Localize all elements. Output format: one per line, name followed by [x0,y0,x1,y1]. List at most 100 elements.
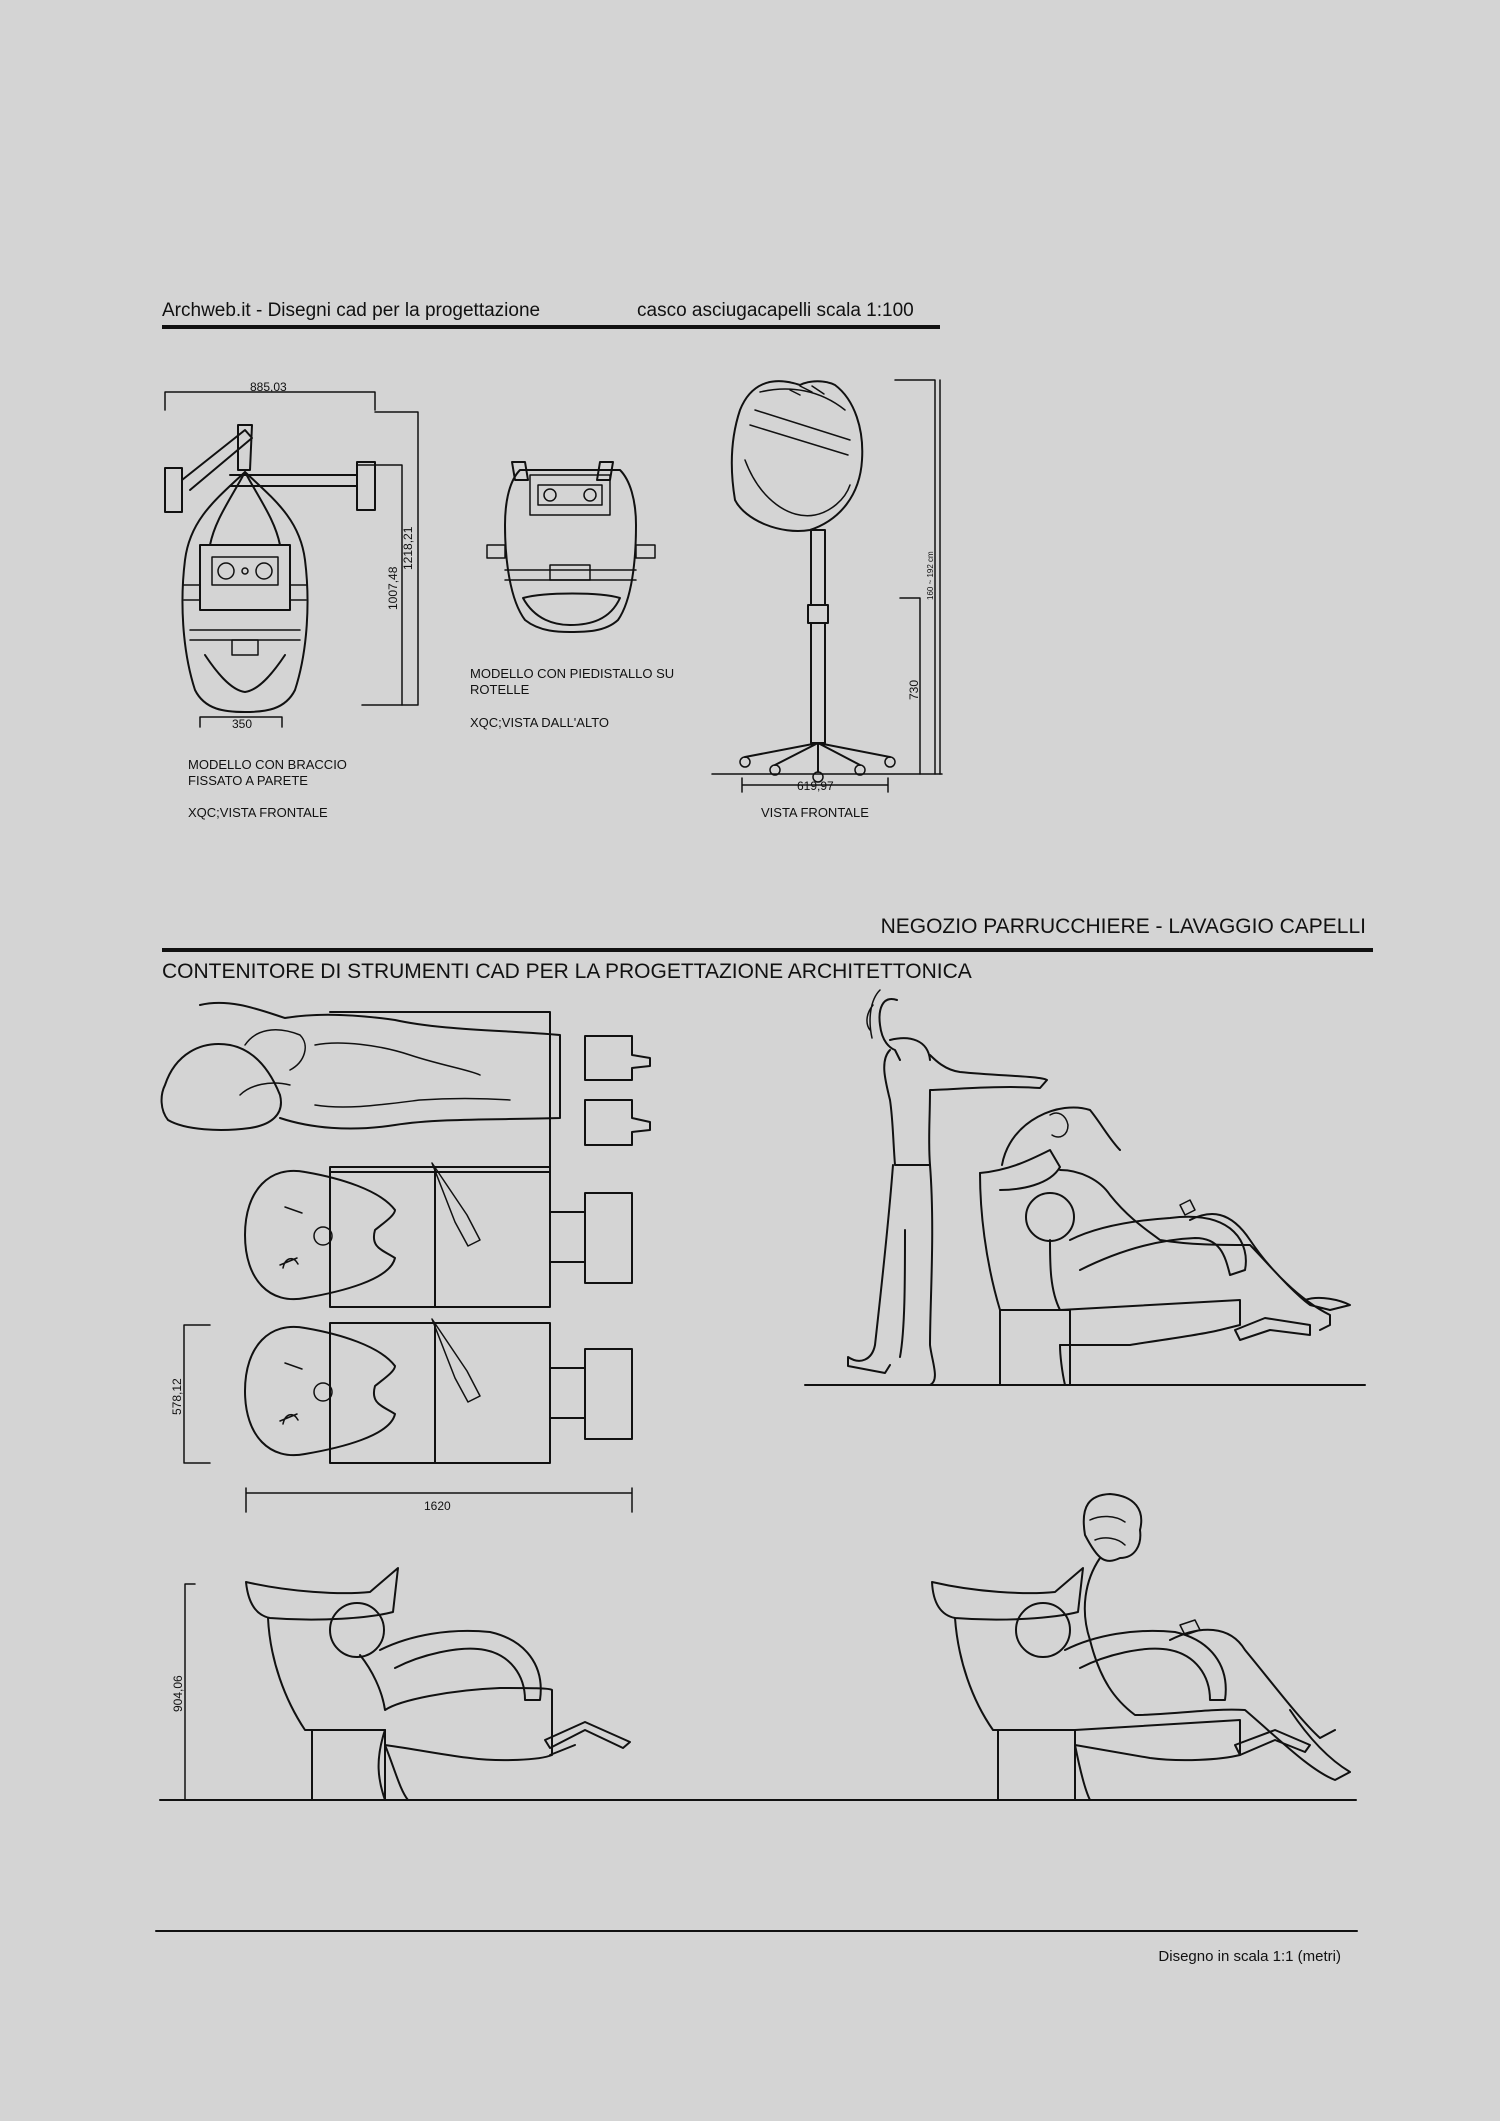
wall-plate-right [356,461,376,511]
dim-line-pedestal-width [741,777,889,793]
dryer-hood [181,471,309,713]
control-panel [211,556,279,586]
side-chair-footrest [544,1721,631,1756]
plan-person-limbs [314,1042,511,1108]
plan-unit-2-connector [549,1211,586,1263]
dryer-pedestal-drawing: 619,97 730 160 ~ 192 cm VISTA FRONTALE [711,379,943,820]
drawing-header: Archweb.it - Disegni cad per la progetta… [162,300,940,329]
scene-chair-armrest [1069,1215,1247,1276]
plan-unit-2-drain-icon [313,1226,333,1246]
client-basin [931,1567,1084,1621]
caption-wall-view: XQC;VISTA FRONTALE [188,805,328,820]
header-title: Archweb.it - Disegni cad per la progetta… [162,300,540,321]
dim-line-base [199,716,283,728]
pedestal-clamp [807,604,829,624]
side-chair-headrest [329,1602,385,1658]
dim-pedestal-width-label: 619,97 [797,779,834,793]
top-hood-outline [504,469,637,633]
indicator-dot-icon [241,567,249,575]
top-latch [549,564,591,581]
wash-chair-side-drawing: 904,06 [159,1567,1357,1801]
caption-wall-line1: MODELLO CON BRACCIO [188,757,347,772]
scene-chair-leg [1059,1344,1066,1386]
client-chair-back [954,1617,1076,1731]
side-chair-seat [359,1654,553,1762]
stylist-face [889,1037,931,1061]
top-knob-right-icon [583,488,597,502]
plan-unit-1-frame [329,1011,551,1173]
side-chair-back [267,1617,386,1731]
top-knob-left-icon [543,488,557,502]
plan-unit-2-footrest [584,1192,633,1284]
wheel-2-icon [769,764,781,776]
hood-vent-band [189,629,301,641]
wheel-5-icon [884,756,896,768]
section-title: NEGOZIO PARRUCCHIERE - LAVAGGIO CAPELLI [881,915,1366,938]
dim-line-pedestal-total [894,379,941,775]
control-panel-frame [199,544,291,611]
plan-person-body [199,1001,561,1130]
plan-unit-2-basin [244,1169,396,1301]
top-control-panel-frame [529,474,611,516]
wall-plate-left [164,467,183,513]
client-seated-head [1082,1493,1143,1562]
plan-unit-3-frame [329,1322,551,1464]
side-chair-armrest [379,1629,542,1701]
dim-line-plan-length [245,1487,633,1513]
dim-line-plan-depth [183,1324,211,1464]
plan-person-arms [239,1029,306,1096]
wash-units-plan-drawing: 578,12 1620 [160,1001,651,1513]
client-chair-armrest [1064,1629,1227,1701]
client-chair-pedestal [997,1729,1076,1801]
header-scale: casco asciugacapelli scala 1:100 [637,300,914,321]
caption-top-line1: MODELLO CON PIEDISTALLO SU [470,666,674,681]
seated-client-drawing [931,1493,1351,1801]
dim-base-label: 350 [232,717,252,731]
wheel-1-icon [739,756,751,768]
arm-diagonal [181,429,253,491]
scene-chair-headrest [1025,1192,1075,1242]
plan-unit-3-shower-hose [431,1318,481,1403]
plan-unit-3-basin [244,1325,396,1457]
plan-unit-3-connector [549,1367,586,1419]
client-hand [1179,1199,1196,1216]
arm-horizontal [229,474,358,487]
dim-line-h1 [356,464,403,706]
client-head [1001,1106,1121,1166]
client-seated-body [1083,1557,1351,1781]
wheel-4-icon [854,764,866,776]
hood-side-clips [183,584,307,601]
dim-plan-length-label: 1620 [424,1499,451,1513]
scene-basin-top [979,1149,1061,1191]
dim-h2-label: 1218,21 [401,526,415,570]
dim-h1-label: 1007,48 [386,566,400,610]
control-knob-left-icon [217,562,235,580]
dim-line-pedestal-730 [899,597,921,775]
footer-scale-note: Disegno in scala 1:1 (metri) [1158,1948,1341,1965]
hood-cables [209,471,281,546]
dim-line-width [164,391,376,411]
client-chair-leg [1074,1744,1091,1801]
plan-unit-1-footrest [584,1035,651,1081]
caption-top-view: XQC;VISTA DALL'ALTO [470,715,609,730]
dryer-top-view-drawing: MODELLO CON PIEDISTALLO SU ROTELLE XQC;V… [470,461,674,730]
side-basin [245,1567,399,1621]
stylist-head [878,998,901,1061]
top-vent-band [504,569,637,581]
pedestal-hood-visor [744,459,851,517]
hairdresser-scene-drawing [804,989,1366,1386]
client-body-legs [1059,1169,1351,1331]
dim-pedestal-730-label: 730 [907,680,921,700]
scene-chair-footrest [1234,1317,1311,1341]
top-side-clips [486,544,656,559]
top-visor [522,592,621,626]
pedestal-hood-bands [749,388,851,456]
plan-unit-1-footrest-2 [584,1099,651,1146]
scene-chair-seat [1059,1299,1241,1346]
pedestal-base-legs [744,742,891,773]
pedestal-hood-vents [789,385,825,396]
dim-line-h2 [361,411,419,706]
plan-person-hair [160,1043,282,1131]
plan-unit-2-shower-hose [431,1162,481,1247]
